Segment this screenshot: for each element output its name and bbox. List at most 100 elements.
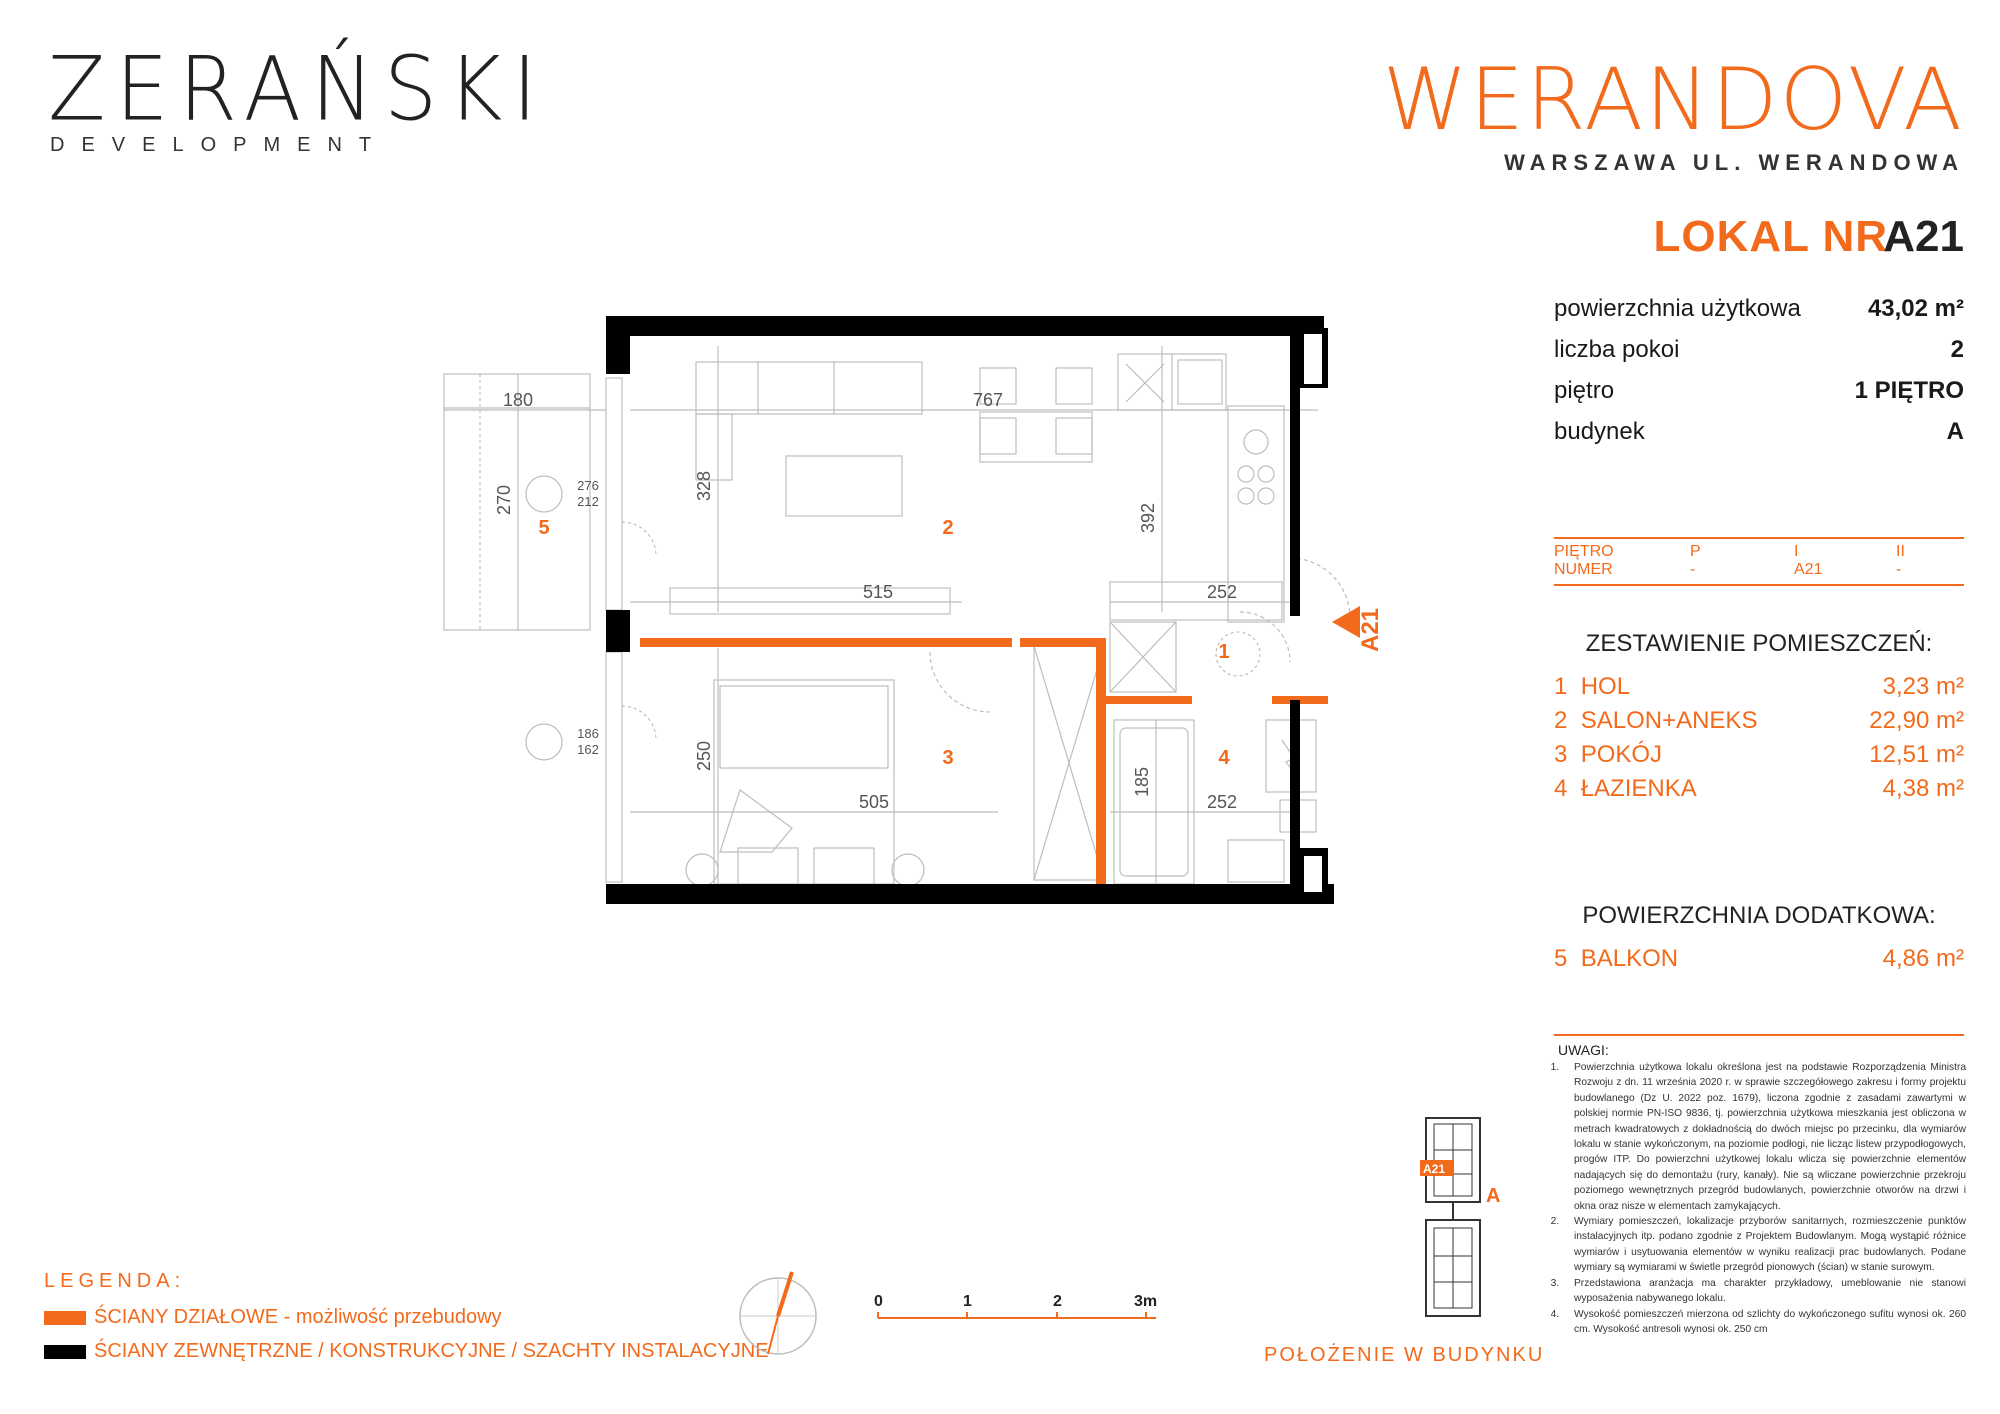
room-row: 4 ŁAZIENKA 4,38 m²	[1554, 775, 1964, 803]
svg-text:186: 186	[577, 726, 599, 741]
svg-text:328: 328	[694, 471, 714, 501]
legend-item: ŚCIANY ZEWNĘTRZNE / KONSTRUKCYJNE / SZAC…	[44, 1340, 769, 1363]
coffee-table	[785, 455, 903, 517]
room-row: 2 SALON+ANEKS 22,90 m²	[1554, 707, 1964, 735]
svg-text:4: 4	[1218, 747, 1230, 769]
svg-text:3: 3	[942, 747, 953, 769]
room-name: 2 SALON+ANEKS	[1554, 707, 1758, 734]
legend-label: ŚCIANY DZIAŁOWE - możliwość przebudowy	[94, 1306, 502, 1328]
floor-cell: -	[1690, 561, 1696, 578]
spec-label: powierzchnia użytkowa	[1554, 295, 1801, 322]
structural-walls	[606, 316, 1334, 904]
sofa	[695, 361, 923, 415]
divider	[1554, 1034, 1964, 1036]
floor-cell: A21	[1794, 561, 1823, 578]
building-label: A	[1486, 1185, 1500, 1207]
room-area: 12,51 m²	[1869, 741, 1964, 768]
scale-label: 1	[963, 1293, 972, 1310]
scale-label: 2	[1053, 1293, 1062, 1310]
svg-text:180: 180	[503, 390, 533, 410]
black-wall-swatch	[44, 1344, 86, 1359]
room-name: 5 BALKON	[1554, 945, 1679, 972]
building-position-map: A21 A	[1420, 1117, 1500, 1317]
kitchen-counter	[1227, 405, 1285, 623]
floor-table: PIĘTRO P I II NUMER - A21 -	[1554, 543, 1964, 579]
bed	[713, 679, 895, 885]
room-area: 4,38 m²	[1882, 775, 1964, 802]
legend-label: ŚCIANY ZEWNĘTRZNE / KONSTRUKCYJNE / SZAC…	[94, 1340, 769, 1362]
svg-text:212: 212	[577, 494, 599, 509]
room-area: 4,86 m²	[1882, 945, 1964, 972]
room-numbers: 1 2 3 4 5	[538, 517, 1230, 769]
floor-row: NUMER - A21 -	[1554, 561, 1964, 579]
extra-heading: POWIERZCHNIA DODATKOWA:	[1582, 902, 1936, 929]
spec-label: liczba pokoi	[1554, 336, 1680, 363]
svg-text:767: 767	[973, 390, 1003, 410]
spec-label: piętro	[1554, 377, 1615, 404]
room-name: 4 ŁAZIENKA	[1554, 775, 1697, 802]
divider	[1554, 537, 1964, 539]
svg-text:5: 5	[538, 517, 549, 539]
washbasin	[1227, 839, 1285, 883]
position-label: POŁOŻENIE W BUDYNKU	[1264, 1344, 1545, 1366]
room-name: 1 HOL	[1554, 673, 1631, 700]
lokal-label: LOKAL NR	[1653, 212, 1888, 261]
entrance-label: A21	[1357, 608, 1384, 652]
tv-stand	[669, 587, 951, 615]
project-address: WARSZAWA UL. WERANDOWA	[1504, 150, 1964, 175]
room-name: 3 POKÓJ	[1554, 741, 1663, 768]
floor-cell: P	[1690, 543, 1701, 560]
note-item: Wysokość pomieszczeń mierzona od szlicht…	[1562, 1307, 1966, 1338]
svg-text:2: 2	[942, 517, 953, 539]
balcony-outline	[443, 373, 591, 631]
room-area: 22,90 m²	[1869, 707, 1964, 734]
floor-cell: NUMER	[1554, 561, 1613, 578]
room-row: 3 POKÓJ 12,51 m²	[1554, 741, 1964, 769]
spec-label: budynek	[1554, 418, 1645, 445]
svg-text:252: 252	[1207, 792, 1237, 812]
floor-row: PIĘTRO P I II	[1554, 543, 1964, 561]
entrance-arrow-icon	[1332, 606, 1360, 638]
svg-text:185: 185	[1132, 767, 1152, 797]
spec-area: powierzchnia użytkowa 43,02 m²	[1554, 295, 1964, 323]
spec-value: 1 PIĘTRO	[1854, 377, 1964, 404]
floor-plan: 180 767 328 392 270 276 212 515 252 250 …	[443, 316, 1384, 904]
spec-value: 2	[1950, 336, 1964, 363]
spec-building: budynek A	[1554, 418, 1964, 446]
project-logo: WERANDOVA	[1382, 50, 1964, 150]
spec-value: 43,02 m²	[1867, 295, 1964, 322]
developer-logo-subtitle: DEVELOPMENT	[50, 134, 389, 156]
svg-text:276: 276	[577, 478, 599, 493]
lokal-id: A21	[1883, 212, 1964, 261]
svg-text:392: 392	[1138, 503, 1158, 533]
unit-marker	[1420, 1160, 1454, 1176]
divider	[1554, 584, 1964, 586]
note-item: Powierzchnia użytkowa lokalu określona j…	[1562, 1060, 1966, 1214]
unit-marker-label: A21	[1423, 1162, 1445, 1176]
svg-text:1: 1	[1218, 641, 1229, 663]
svg-text:162: 162	[577, 742, 599, 757]
balcony-ceiling-point	[525, 475, 563, 513]
svg-text:505: 505	[859, 792, 889, 812]
svg-text:270: 270	[494, 485, 514, 515]
floor-cell: -	[1896, 561, 1902, 578]
spec-floor: piętro 1 PIĘTRO	[1554, 377, 1964, 405]
room-area: 3,23 m²	[1882, 673, 1964, 700]
developer-logo: ZERAŃSKI	[48, 37, 548, 141]
compass-icon	[739, 1271, 817, 1355]
scale-label: 0	[874, 1293, 883, 1310]
legend-title: LEGENDA:	[44, 1270, 186, 1292]
room-row: 1 HOL 3,23 m²	[1554, 673, 1964, 701]
rooms-heading: ZESTAWIENIE POMIESZCZEŃ:	[1585, 630, 1933, 657]
spec-rooms: liczba pokoi 2	[1554, 336, 1964, 364]
legend-item: ŚCIANY DZIAŁOWE - możliwość przebudowy	[44, 1306, 502, 1329]
scale-label: 3m	[1134, 1293, 1157, 1310]
notes-list: Powierzchnia użytkowa lokalu określona j…	[1548, 1060, 1966, 1337]
orange-wall-swatch	[44, 1310, 86, 1325]
dimension-labels: 180 767 328 392 270 276 212 515 252 250 …	[494, 390, 1237, 812]
furniture-layer	[443, 346, 1351, 888]
wardrobe	[1109, 621, 1177, 693]
note-item: Wymiary pomieszczeń, lokalizacje przybor…	[1562, 1214, 1966, 1276]
note-item: Przedstawiona aranżacja ma charakter prz…	[1562, 1276, 1966, 1307]
floor-cell: PIĘTRO	[1554, 543, 1614, 560]
